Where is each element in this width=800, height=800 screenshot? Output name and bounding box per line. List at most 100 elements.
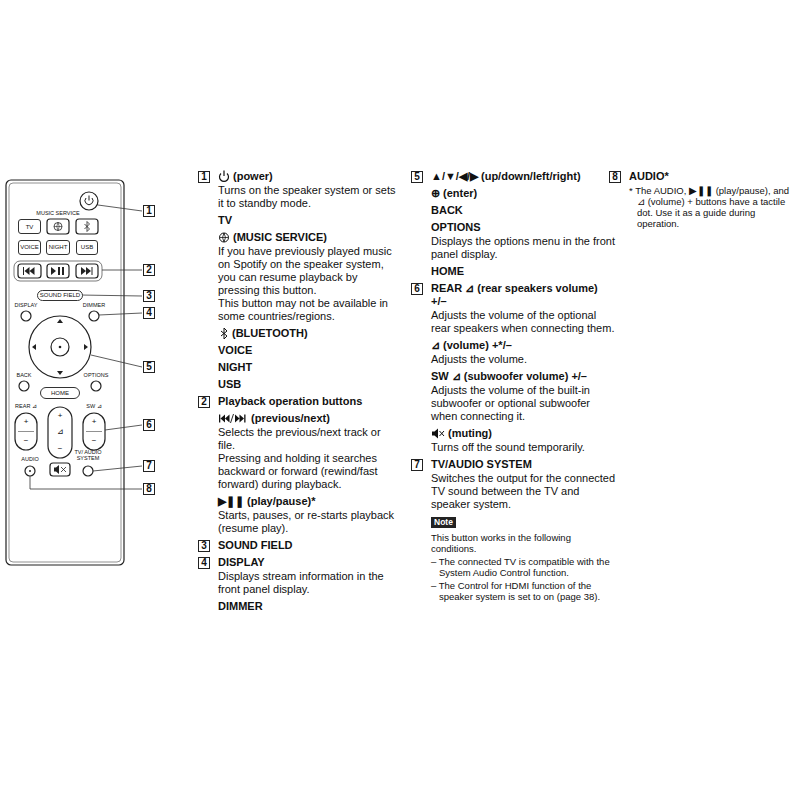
dimmer-button: [89, 311, 99, 321]
remote-button: NIGHT: [46, 240, 70, 255]
note-text: * The AUDIO, ▶❚❚ (play/pause), and ⊿ (vo…: [637, 185, 795, 229]
symbol-icon: [219, 415, 246, 423]
symbol-icon: [432, 429, 438, 439]
node-text: Note: [434, 517, 453, 527]
symbol-icon: [221, 328, 227, 339]
description-text: Switches the output for the connected TV…: [431, 472, 616, 511]
muting-button: [50, 463, 70, 476]
description-text: Selects the previous/next track or file.: [218, 426, 398, 452]
section-heading: TV: [218, 214, 398, 227]
description-text: Displays the options menu in the front p…: [431, 235, 616, 261]
section-heading: AUDIO*: [629, 170, 795, 183]
button-label: ⊿: [57, 428, 64, 436]
node-text: 5: [146, 362, 152, 372]
button-label: REAR ⊿: [15, 404, 37, 410]
remote-body: [6, 180, 124, 565]
button-label: AUDIO: [21, 457, 38, 463]
note-text: – The Control for HDMI function of the s…: [439, 580, 616, 602]
section-number: 2: [198, 396, 210, 408]
callout-number: 6: [143, 419, 155, 431]
button-label: −: [92, 437, 97, 445]
remote-button: VOICE: [18, 240, 42, 255]
node-text: 2: [201, 397, 207, 407]
section-heading: ▶❚❚ (play/pause)*: [218, 495, 398, 508]
button-label: +: [24, 418, 29, 426]
section-number: 6: [411, 283, 423, 295]
node-text: 8: [146, 484, 152, 494]
description-text: Turns on the speaker system or sets it t…: [218, 184, 398, 210]
callout-number: 8: [143, 483, 155, 495]
section-heading: VOICE: [218, 344, 398, 357]
section-heading: (previous/next): [251, 412, 398, 425]
note-text: This button works in the following condi…: [431, 532, 616, 554]
node-text: 7: [414, 460, 420, 470]
section-number: 8: [609, 171, 621, 183]
button-label: +: [58, 412, 63, 420]
power-icon: [85, 196, 93, 205]
description-text: Starts, pauses, or re-starts playback (r…: [218, 509, 398, 535]
description-text: Adjusts the volume of the built-in subwo…: [431, 384, 616, 423]
node-text: 5: [414, 172, 420, 182]
section-heading: (muting): [448, 427, 616, 440]
mute-icon: [54, 465, 59, 474]
button-label: OPTIONS: [84, 373, 109, 379]
music-icon: [54, 223, 62, 231]
node-text: 4: [201, 558, 207, 568]
volume-button: [48, 407, 72, 458]
music-icon: [54, 223, 62, 231]
node-text: 3: [146, 291, 152, 301]
previous-button: [18, 264, 41, 278]
play-pause-button: [47, 264, 69, 278]
node-text: 2: [146, 265, 152, 275]
symbol-icon: [220, 233, 229, 242]
button-label: BACK: [17, 373, 32, 379]
section-number: 5: [411, 171, 423, 183]
back-button: [19, 381, 29, 391]
section-number: 1: [198, 171, 210, 183]
callout-number: 1: [143, 205, 155, 217]
section-heading: REAR ⊿ (rear speakers volume) +/–: [431, 282, 616, 308]
section-heading: DISPLAY: [218, 556, 398, 569]
symbol-icon: [231, 414, 234, 423]
bluetooth-button: [76, 219, 98, 234]
node-text: VOICE: [20, 244, 39, 250]
remote-button: USB: [76, 240, 98, 255]
power-button: [80, 192, 98, 210]
symbol-icon: [440, 431, 445, 436]
previous-icon: [23, 267, 35, 275]
callout-number: 3: [143, 290, 155, 302]
node-text: NIGHT: [49, 244, 68, 250]
node-text: 1: [201, 172, 207, 182]
node-text: 4: [146, 308, 152, 318]
node-text: SOUND FIELD: [40, 292, 80, 298]
button-label: −: [24, 437, 29, 445]
button-label: SW ⊿: [86, 404, 101, 410]
display-button: [21, 311, 31, 321]
section-heading: NIGHT: [218, 361, 398, 374]
callout-number: 7: [143, 460, 155, 472]
section-heading: SOUND FIELD: [218, 539, 398, 552]
symbol-icon: [220, 171, 229, 182]
section-heading: BACK: [431, 204, 616, 217]
audio-button: [25, 466, 35, 476]
button-label: DIMMER: [83, 303, 105, 309]
button-label: TV/ AUDIO SYSTEM: [73, 450, 103, 462]
remote-button: HOME: [40, 387, 80, 399]
section-heading: SW ⊿ (subwoofer volume) +/–: [431, 370, 616, 383]
section-heading: ⊿ (volume) +*/–: [431, 339, 616, 352]
section-number: 3: [198, 540, 210, 552]
rear-volume-button: [15, 413, 37, 450]
node-text: 6: [146, 420, 152, 430]
description-text: Adjusts the volume.: [431, 353, 616, 366]
playback-group: [14, 261, 102, 281]
remote-inner-edge: [9, 183, 121, 562]
node-text: 3: [201, 541, 207, 551]
section-heading: Playback operation buttons: [218, 395, 398, 408]
node-text: 7: [146, 461, 152, 471]
section-heading: TV/AUDIO SYSTEM: [431, 458, 616, 471]
node-text: HOME: [51, 390, 69, 396]
description-text: Turns off the sound temporarily.: [431, 441, 616, 454]
callout-number: 4: [143, 307, 155, 319]
options-button: [91, 381, 101, 391]
next-button: [76, 264, 98, 278]
